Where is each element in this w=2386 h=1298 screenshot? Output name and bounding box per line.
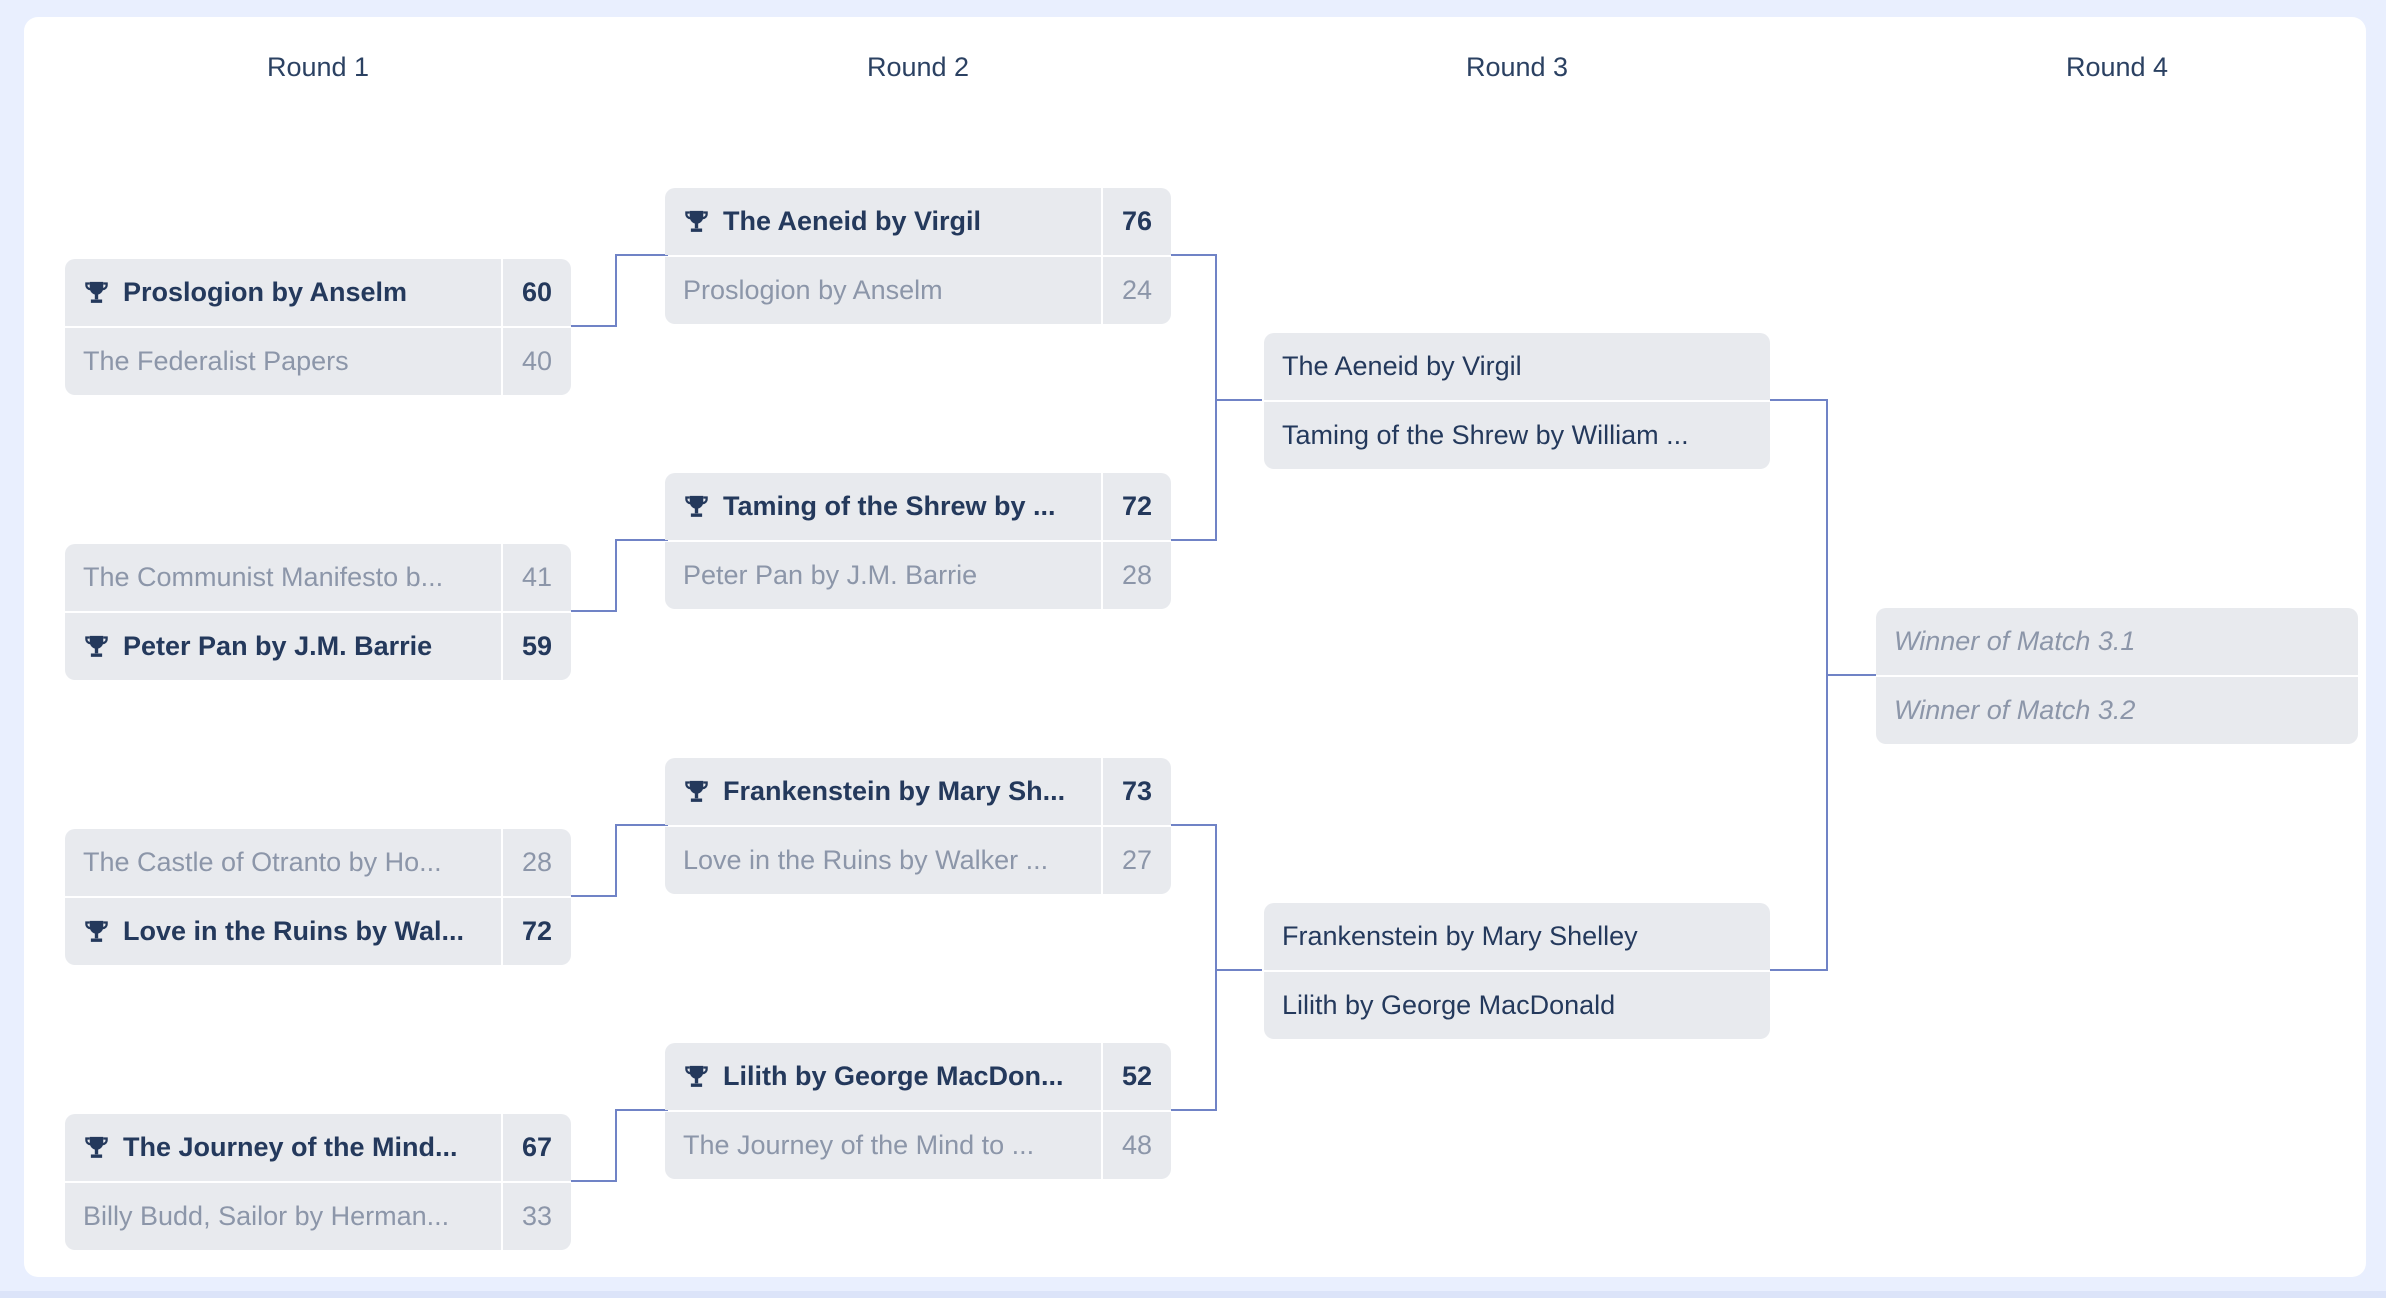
- team-name: Frankenstein by Mary Sh...: [665, 776, 1101, 807]
- team-name: Proslogion by Anselm: [683, 275, 943, 305]
- team-name: Peter Pan by J.M. Barrie: [683, 560, 978, 590]
- team-row: Love in the Ruins by Walker ... 27: [665, 827, 1171, 894]
- match-box-1-3: The Castle of Otranto by Ho... 28 Love i…: [65, 829, 571, 965]
- team-name: The Aeneid by Virgil: [665, 206, 1101, 237]
- team-row: Taming of the Shrew by ... 72: [665, 473, 1171, 540]
- trophy-icon: [85, 281, 108, 303]
- team-score: 72: [1101, 473, 1171, 540]
- team-score: 72: [501, 898, 571, 965]
- team-name: The Journey of the Mind to ...: [683, 1130, 1035, 1160]
- match-box-3-1: The Aeneid by Virgil Taming of the Shrew…: [1264, 333, 1770, 469]
- team-row: The Communist Manifesto b... 41: [65, 544, 571, 611]
- trophy-icon: [85, 635, 108, 657]
- team-score: 28: [1101, 542, 1171, 609]
- match-box-1-4: The Journey of the Mind... 67 Billy Budd…: [65, 1114, 571, 1250]
- team-row: Love in the Ruins by Wal... 72: [65, 898, 571, 965]
- team-row: Proslogion by Anselm 24: [665, 257, 1171, 324]
- team-row: Peter Pan by J.M. Barrie 28: [665, 542, 1171, 609]
- team-score: 76: [1101, 188, 1171, 255]
- match-box-3-2: Frankenstein by Mary Shelley Lilith by G…: [1264, 903, 1770, 1039]
- team-row: Lilith by George MacDon... 52: [665, 1043, 1171, 1110]
- team-score: 24: [1101, 257, 1171, 324]
- match-box-2-3: Frankenstein by Mary Sh... 73 Love in th…: [665, 758, 1171, 894]
- trophy-icon: [685, 780, 708, 802]
- team-name: Proslogion by Anselm: [65, 277, 501, 308]
- team-row: Taming of the Shrew by William ...: [1264, 402, 1770, 469]
- trophy-icon: [685, 1065, 708, 1087]
- match-box-2-2: Taming of the Shrew by ... 72 Peter Pan …: [665, 473, 1171, 609]
- team-name: Frankenstein by Mary Shelley: [1282, 921, 1638, 951]
- team-row: Frankenstein by Mary Shelley: [1264, 903, 1770, 970]
- trophy-icon: [85, 1136, 108, 1158]
- round-header-4: Round 4: [2065, 52, 2169, 82]
- team-name: The Aeneid by Virgil: [1282, 351, 1522, 381]
- team-name: Taming of the Shrew by William ...: [1282, 420, 1689, 450]
- team-name: Billy Budd, Sailor by Herman...: [83, 1201, 450, 1231]
- team-score: 59: [501, 613, 571, 680]
- match-box-4-1: Winner of Match 3.1 Winner of Match 3.2: [1876, 608, 2358, 744]
- match-box-2-1: The Aeneid by Virgil 76 Proslogion by An…: [665, 188, 1171, 324]
- team-score: 27: [1101, 827, 1171, 894]
- team-score: 40: [501, 328, 571, 395]
- round-header-1: Round 1: [266, 52, 370, 82]
- team-name: The Journey of the Mind...: [65, 1132, 501, 1163]
- team-name: Taming of the Shrew by ...: [665, 491, 1101, 522]
- team-row: Billy Budd, Sailor by Herman... 33: [65, 1183, 571, 1250]
- team-name: The Castle of Otranto by Ho...: [83, 847, 442, 877]
- team-score: 73: [1101, 758, 1171, 825]
- team-row: The Federalist Papers 40: [65, 328, 571, 395]
- match-box-1-2: The Communist Manifesto b... 41 Peter Pa…: [65, 544, 571, 680]
- team-row: Winner of Match 3.1: [1876, 608, 2358, 675]
- team-name: Winner of Match 3.2: [1894, 695, 2136, 725]
- trophy-icon: [685, 495, 708, 517]
- team-name: Lilith by George MacDonald: [1282, 990, 1616, 1020]
- team-score: 48: [1101, 1112, 1171, 1179]
- team-score: 28: [501, 829, 571, 896]
- team-row: The Aeneid by Virgil 76: [665, 188, 1171, 255]
- bottom-scroll-track: [0, 1291, 2386, 1298]
- round-header-2: Round 2: [866, 52, 970, 82]
- team-score: 52: [1101, 1043, 1171, 1110]
- team-row: Proslogion by Anselm 60: [65, 259, 571, 326]
- team-score: 33: [501, 1183, 571, 1250]
- team-name: The Federalist Papers: [83, 346, 349, 376]
- team-score: 60: [501, 259, 571, 326]
- team-row: Lilith by George MacDonald: [1264, 972, 1770, 1039]
- team-score: 41: [501, 544, 571, 611]
- match-box-2-4: Lilith by George MacDon... 52 The Journe…: [665, 1043, 1171, 1179]
- team-score: 67: [501, 1114, 571, 1181]
- team-name: Peter Pan by J.M. Barrie: [65, 631, 501, 662]
- team-row: The Castle of Otranto by Ho... 28: [65, 829, 571, 896]
- trophy-icon: [85, 920, 108, 942]
- team-name: Love in the Ruins by Wal...: [65, 916, 501, 947]
- team-row: The Journey of the Mind... 67: [65, 1114, 571, 1181]
- team-row: Winner of Match 3.2: [1876, 677, 2358, 744]
- match-box-1-1: Proslogion by Anselm 60 The Federalist P…: [65, 259, 571, 395]
- team-row: The Aeneid by Virgil: [1264, 333, 1770, 400]
- team-name: Winner of Match 3.1: [1894, 626, 2136, 656]
- trophy-icon: [685, 210, 708, 232]
- team-name: Love in the Ruins by Walker ...: [683, 845, 1049, 875]
- team-row: The Journey of the Mind to ... 48: [665, 1112, 1171, 1179]
- team-name: The Communist Manifesto b...: [83, 562, 444, 592]
- round-header-3: Round 3: [1465, 52, 1569, 82]
- team-name: Lilith by George MacDon...: [665, 1061, 1101, 1092]
- team-row: Frankenstein by Mary Sh... 73: [665, 758, 1171, 825]
- team-row: Peter Pan by J.M. Barrie 59: [65, 613, 571, 680]
